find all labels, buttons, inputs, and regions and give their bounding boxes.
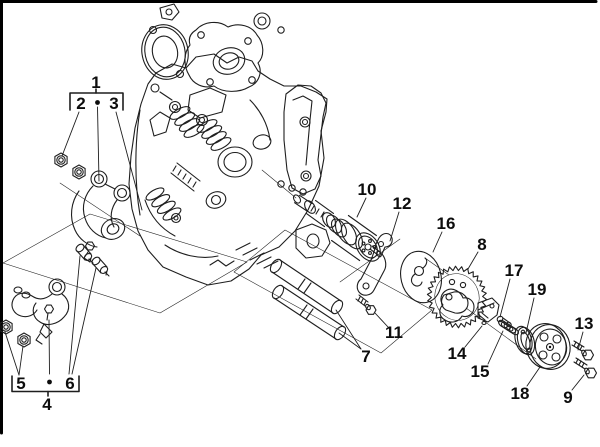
callout-16[interactable]: 16 — [437, 214, 456, 233]
callout-group-bracket-4 — [11, 375, 80, 397]
callout-6[interactable]: 6 — [65, 374, 74, 393]
callout-19[interactable]: 19 — [528, 280, 547, 299]
bolt-11 — [355, 294, 377, 315]
callout-5[interactable]: 5 — [16, 374, 25, 393]
callout-3[interactable]: 3 — [109, 94, 118, 113]
pulley-18 — [525, 323, 571, 370]
callout-14[interactable]: 14 — [448, 344, 467, 363]
callout-13[interactable]: 13 — [575, 314, 594, 333]
head-gasket-drawing — [141, 3, 285, 101]
bolt-13 — [571, 340, 595, 361]
rocker-arm-assembly-upper — [70, 170, 131, 263]
retaining-plate-12 — [356, 232, 393, 296]
callout-18[interactable]: 18 — [511, 384, 530, 403]
callout-9[interactable]: 9 — [563, 388, 572, 407]
callout-7[interactable]: 7 — [361, 347, 370, 366]
decompressor-weight — [441, 291, 469, 314]
camshaft-drawing — [292, 194, 382, 262]
valve-springs-drawing — [145, 100, 232, 224]
callout-4[interactable]: 4 — [42, 395, 52, 414]
callout-8[interactable]: 8 — [477, 235, 486, 254]
callout-labels: 1 2 3 4 5 6 7 8 9 10 11 12 13 14 15 16 1… — [16, 73, 593, 414]
callout-group-bracket-1 — [69, 88, 124, 111]
cylinder-head-drawing — [128, 53, 331, 286]
bolt-9 — [573, 357, 598, 379]
decompressor-block-14 — [477, 297, 500, 326]
callout-10[interactable]: 10 — [358, 180, 377, 199]
rocker-shafts — [269, 258, 347, 341]
leader-lines — [4, 106, 585, 391]
callout-1[interactable]: 1 — [91, 73, 100, 92]
sprocket-teeth — [426, 265, 488, 329]
rocker-arm-assembly-lower — [11, 278, 70, 345]
page-frame — [0, 0, 598, 435]
callout-15[interactable]: 15 — [471, 362, 490, 381]
callout-11[interactable]: 11 — [385, 323, 403, 342]
adjuster-screws — [75, 243, 110, 277]
hex-nuts-lower — [0, 319, 31, 348]
hex-nuts-upper — [54, 152, 86, 180]
callout-2[interactable]: 2 — [76, 94, 85, 113]
callout-12[interactable]: 12 — [393, 194, 412, 213]
callout-17[interactable]: 17 — [505, 261, 524, 280]
shim-disc-16 — [400, 250, 442, 304]
camshaft-sprocket-8 — [426, 265, 488, 329]
